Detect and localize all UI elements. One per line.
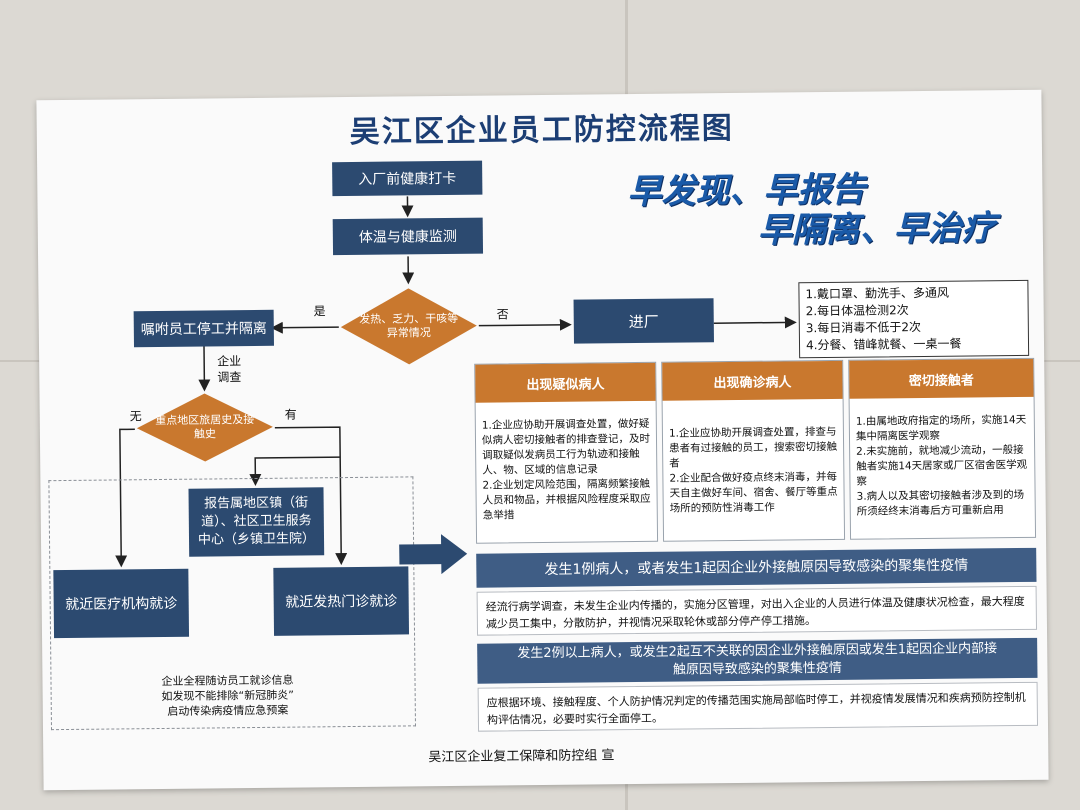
decision-travel-history: 重点地区旅居史及接 触史 xyxy=(134,391,275,464)
step-stop-work-isolate: 嘱咐员工停工并隔离 xyxy=(133,309,274,348)
scenario-1-header: 发生1例病人，或者发生1起因企业外接触原因导致感染的聚集性疫情 xyxy=(476,547,1037,588)
report-community-center: 报告属地区镇（街 道）、社区卫生服务 中心（乡镇卫生院） xyxy=(188,487,325,557)
none-label: 无 xyxy=(129,409,142,424)
card-suspected-body: 1.企业应协助开展调查处置，做好疑似病人密切接触者的排查登记，及时调取疑似发病员… xyxy=(481,417,651,522)
card-confirmed-case: 出现确诊病人 1.企业应协助开展调查处置，排查与患者有过接触的员工，搜索密切接触… xyxy=(661,359,846,542)
nearby-medical-institution: 就近医疗机构就诊 xyxy=(53,568,190,639)
issuer-footer: 吴江区企业复工保障和防控组 宣 xyxy=(428,748,615,766)
followup-note: 企业全程随访员工就诊信息 如发现不能排除“新冠肺炎” 启动传染病疫情应急预案 xyxy=(161,673,294,718)
flow-connectors xyxy=(115,196,797,568)
poster: 吴江区企业员工防控流程图 早发现、早报告 早隔离、早治疗 入厂前健康打卡 体温与… xyxy=(36,89,1049,791)
no-label: 否 xyxy=(496,307,509,322)
decision-symptoms-label: 发热、乏力、干咳等 异常情况 xyxy=(359,311,459,340)
card-contact-body: 1.由属地政府指定的场所，实施14天集中隔离医学观察 2.未实施前，就地减少流动… xyxy=(855,413,1028,518)
nearby-fever-clinic: 就近发热门诊就诊 xyxy=(273,566,410,636)
card-contact-header: 密切接触者 xyxy=(849,358,1034,399)
step-enter-factory: 进厂 xyxy=(573,298,714,344)
card-confirmed-header: 出现确诊病人 xyxy=(662,360,843,401)
decision-symptoms: 发热、乏力、干咳等 异常情况 xyxy=(338,286,479,367)
card-close-contact: 密切接触者 1.由属地政府指定的场所，实施14天集中隔离医学观察 2.未实施前，… xyxy=(848,357,1037,540)
investigation-label: 企业调查 xyxy=(217,354,242,385)
prevention-measures: 1.戴口罩、勤洗手、多通风 2.每日体温检测2次 3.每日消毒不低于2次 4.分… xyxy=(798,279,1030,359)
scenario-2-body: 应根据环境、接触程度、个人防护情况判定的传播范围实施局部临时停工，并视疫情发展情… xyxy=(477,681,1039,732)
decision-diamond-shape-2 xyxy=(136,393,273,462)
card-confirmed-body: 1.企业应协助开展调查处置，排查与患者有过接触的员工，搜索密切接触者 2.企业配… xyxy=(668,425,838,515)
step-health-checkin: 入厂前健康打卡 xyxy=(332,160,483,197)
yes-label: 是 xyxy=(313,304,326,319)
step-temperature-monitoring: 体温与健康监测 xyxy=(332,217,484,256)
right-arrow-icon xyxy=(399,534,468,575)
decision-diamond-shape xyxy=(340,288,477,365)
scenario-2-header: 发生2例以上病人，或发生2起互不关联的因企业外接触原因或发生1起因企业内部接 触… xyxy=(477,637,1038,684)
decision-travel-history-label: 重点地区旅居史及接 触史 xyxy=(155,413,255,441)
card-suspected-header: 出现疑似病人 xyxy=(475,362,656,403)
scenario-1-body: 经流行病学调查，未发生企业内传播的，实施分区管理，对出入企业的人员进行体温及健康… xyxy=(476,585,1038,636)
card-suspected-case: 出现疑似病人 1.企业应协助开展调查处置，做好疑似病人密切接触者的排查登记，及时… xyxy=(474,361,659,544)
has-label: 有 xyxy=(284,407,297,422)
